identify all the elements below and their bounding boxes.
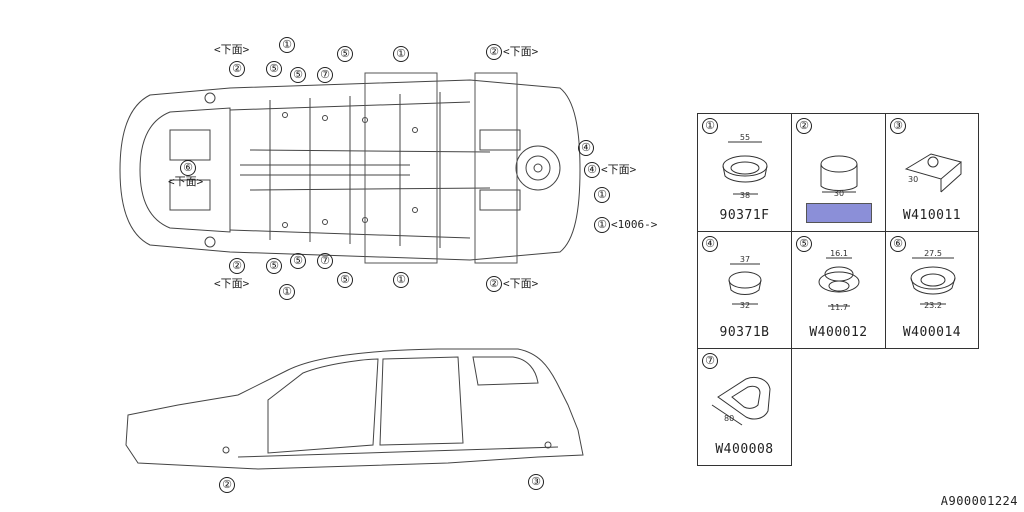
dim-label: 23.2	[924, 301, 942, 310]
callout-number: ①	[279, 284, 295, 300]
seal-icon: 80	[711, 376, 771, 426]
callout-1-top-left: ①	[279, 37, 296, 53]
part-number-badge: ②	[796, 118, 812, 134]
callout-number: ⑥	[180, 160, 196, 176]
dim-label: 27.5	[924, 249, 942, 258]
callout-5-bottom-a: ⑤	[266, 258, 283, 274]
part-number-badge: ⑤	[796, 236, 812, 252]
callout-suffix: <下面>	[214, 277, 250, 290]
part-cell-1: ① 55 38 90371F	[697, 113, 792, 232]
callout-number: ①	[279, 37, 295, 53]
document-id: A900001224	[940, 494, 1018, 508]
callout-number: ②	[486, 276, 502, 292]
callout-number: ⑦	[317, 67, 333, 83]
underbody-diagram	[119, 72, 581, 264]
plug-icon: 30	[820, 155, 858, 198]
callout-2-underside-top-left: <下面>	[214, 44, 249, 56]
part-cell-2: ② 30	[791, 113, 886, 232]
callout-number: ②	[486, 44, 502, 60]
callout-7-top: ⑦	[317, 67, 334, 83]
dim-label: 32	[740, 301, 750, 310]
part-number: 90371B	[719, 325, 770, 340]
callout-number: ④	[584, 162, 600, 178]
callout-6-underside-left: ⑥ <下面>	[168, 160, 203, 188]
callout-number: ①	[393, 272, 409, 288]
callout-3-side: ③	[528, 474, 545, 490]
dim-label: 16.1	[830, 249, 848, 258]
callout-4-right: ④	[578, 140, 595, 156]
callout-number: ②	[229, 61, 245, 77]
parts-legend: ① 55 38 90371F ② 30 ③ 30 W410011 ④ 37 32	[697, 113, 979, 466]
part-cell-3: ③ 30 W410011	[885, 113, 979, 232]
callout-1-top: ①	[393, 46, 410, 62]
callout-5-top-b: ⑤	[290, 67, 307, 83]
clip-icon: 30	[904, 153, 963, 193]
callout-number: ⑦	[317, 253, 333, 269]
part-cell-6: ⑥ 27.5 23.2 W400014	[885, 231, 979, 349]
callout-suffix: <下面>	[503, 45, 539, 58]
callout-5-top-c: ⑤	[337, 46, 354, 62]
dim-label: 80	[724, 414, 734, 423]
callout-5-bottom-b: ⑤	[290, 253, 307, 269]
callout-2-underside-top-right: ②<下面>	[486, 44, 538, 60]
callout-1-right: ①	[594, 187, 611, 203]
part-cell-7: ⑦ 80 W400008	[697, 348, 792, 466]
side-body-diagram	[125, 348, 584, 470]
grommet-icon: 37 32	[728, 255, 762, 310]
callout-suffix: <下面>	[214, 43, 250, 56]
part-number-badge: ⑥	[890, 236, 906, 252]
part-number-badge: ⑦	[702, 353, 718, 369]
grommet-icon: 55 38	[722, 133, 768, 200]
callout-number: ⑤	[290, 253, 306, 269]
callout-number: ⑤	[266, 61, 282, 77]
callout-number: ⑤	[337, 272, 353, 288]
callout-4-underside-right: ④<下面>	[584, 162, 636, 178]
part-number: W400012	[809, 325, 868, 340]
part-cell-4: ④ 37 32 90371B	[697, 231, 792, 349]
callout-number: ①	[594, 217, 610, 233]
callout-suffix: <1006->	[611, 218, 658, 231]
dim-label: 30	[834, 189, 844, 198]
callout-number: ④	[578, 140, 594, 156]
part-number: W400008	[715, 442, 774, 457]
callout-5-bottom-c: ⑤	[337, 272, 354, 288]
callout-2-side: ②	[219, 477, 236, 493]
highlight-swatch	[806, 203, 872, 223]
part-number-badge: ③	[890, 118, 906, 134]
part-number: W410011	[902, 208, 962, 223]
dim-label: 30	[908, 175, 918, 184]
callout-2-underside-bottom-left: <下面>	[214, 278, 249, 290]
callout-suffix: <下面>	[503, 277, 539, 290]
part-number-badge: ④	[702, 236, 718, 252]
part-number: W400014	[902, 325, 962, 340]
callout-1-bottom: ①	[393, 272, 410, 288]
part-number-badge: ①	[702, 118, 718, 134]
callout-number: ⑤	[337, 46, 353, 62]
callout-1-bottom-a: ①	[279, 284, 296, 300]
dim-label: 11.7	[830, 303, 848, 312]
callout-number: ⑤	[266, 258, 282, 274]
dim-label: 37	[740, 255, 750, 264]
callout-suffix: <下面>	[168, 175, 204, 188]
callout-1-ref-right: ①<1006->	[594, 217, 657, 233]
grommet-icon: 16.1 11.7	[818, 249, 860, 312]
callout-number: ①	[594, 187, 610, 203]
callout-suffix: <下面>	[601, 163, 637, 176]
callout-number: ①	[393, 46, 409, 62]
callout-7-bottom: ⑦	[317, 253, 334, 269]
callout-5-top-a: ⑤	[266, 61, 283, 77]
part-number: 90371F	[719, 208, 770, 223]
callout-number: ②	[219, 477, 235, 493]
callout-2-top: ②	[229, 61, 246, 77]
callout-2-underside-bottom-right: ②<下面>	[486, 276, 538, 292]
dim-label: 38	[740, 191, 750, 200]
callout-number: ③	[528, 474, 544, 490]
dim-label: 55	[740, 133, 750, 142]
part-cell-5: ⑤ 16.1 11.7 W400012	[791, 231, 886, 349]
callout-2-bottom: ②	[229, 258, 246, 274]
callout-number: ②	[229, 258, 245, 274]
callout-number: ⑤	[290, 67, 306, 83]
grommet-icon: 27.5 23.2	[910, 249, 956, 310]
